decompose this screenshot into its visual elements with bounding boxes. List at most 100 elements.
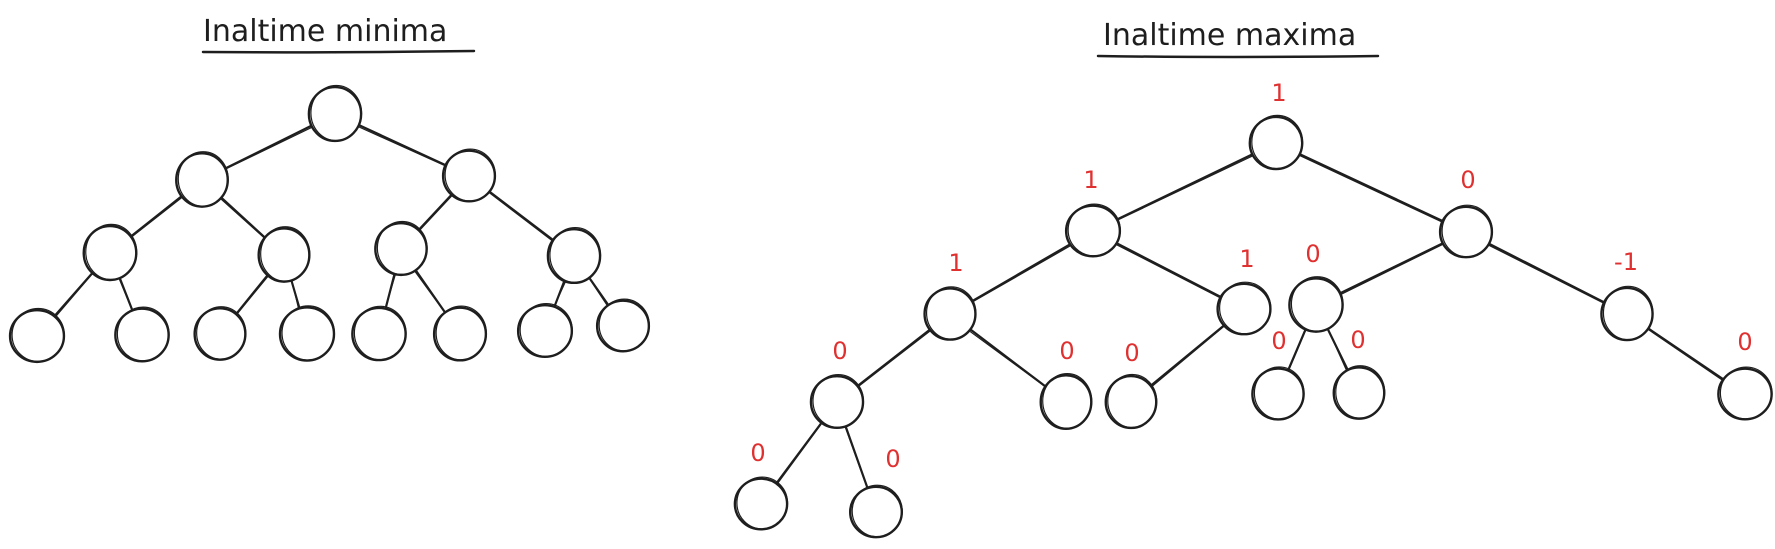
max-node-l xyxy=(1717,366,1773,421)
max-edge-a-d xyxy=(1111,239,1226,301)
max-node-e-circle-sketch xyxy=(1290,276,1344,332)
min-edge-r-rl xyxy=(414,190,456,235)
balance-label-h: 0 xyxy=(1059,337,1074,365)
min-node-rr-circle-sketch xyxy=(549,226,602,284)
min-node-lrr xyxy=(278,305,336,362)
max-edge-g-n-sketch xyxy=(843,423,870,494)
min-node-rlr xyxy=(432,305,488,362)
min-node-r xyxy=(441,148,497,203)
min-edge-r-rl-sketch xyxy=(415,193,455,235)
max-node-b xyxy=(1438,204,1494,259)
max-edge-c-g xyxy=(853,326,934,390)
balance-label-m: 0 xyxy=(750,439,765,467)
balance-label-root: 1 xyxy=(1271,79,1286,107)
max-node-g xyxy=(809,373,865,430)
min-node-lll xyxy=(8,307,66,364)
min-node-lll-circle-sketch xyxy=(11,307,65,363)
min-edge-l-lr xyxy=(217,193,269,242)
min-edge-root-r-sketch xyxy=(353,124,451,169)
max-node-f-circle-sketch xyxy=(1602,285,1654,341)
min-node-rrr-circle-sketch xyxy=(598,298,650,352)
title-maximum-height: Inaltime maxima xyxy=(1103,18,1356,53)
max-node-j xyxy=(1251,366,1305,421)
min-node-rr xyxy=(546,226,602,285)
min-node-lrl-circle-sketch xyxy=(196,306,247,360)
min-edge-lr-lrl-sketch xyxy=(233,273,271,319)
max-edge-root-a xyxy=(1111,151,1258,223)
max-node-root-circle-sketch xyxy=(1251,114,1304,170)
max-node-c xyxy=(923,286,977,341)
min-node-rll xyxy=(351,305,407,362)
max-edge-a-c-sketch xyxy=(968,242,1075,305)
max-node-d xyxy=(1216,281,1272,336)
min-edge-rr-rrr-sketch xyxy=(586,274,611,310)
min-node-root-circle-sketch xyxy=(310,84,363,142)
max-edge-e-k-sketch xyxy=(1326,325,1349,375)
min-node-rl-circle-sketch xyxy=(376,220,428,276)
min-node-l xyxy=(175,151,229,208)
min-edge-l-ll xyxy=(126,192,186,241)
balance-label-l: 0 xyxy=(1737,328,1752,356)
balance-label-d: 1 xyxy=(1239,245,1254,273)
balance-label-i: 0 xyxy=(1124,339,1139,367)
min-node-llr-circle-sketch xyxy=(116,306,170,362)
max-edge-a-d-sketch xyxy=(1111,242,1226,301)
min-node-r-circle-sketch xyxy=(444,148,496,202)
max-node-h xyxy=(1039,373,1093,430)
max-node-m xyxy=(733,476,789,531)
min-node-root xyxy=(307,84,363,143)
max-edge-d-i-sketch xyxy=(1148,323,1227,390)
max-edge-b-e-sketch xyxy=(1336,242,1446,298)
min-edge-l-ll-sketch xyxy=(126,194,186,242)
balance-label-j: 0 xyxy=(1271,327,1286,355)
max-node-n xyxy=(848,484,904,539)
min-edge-l-lr-sketch xyxy=(217,195,269,242)
max-node-a xyxy=(1064,203,1122,258)
max-node-g-circle-sketch xyxy=(812,373,865,429)
title-minimum-height-underline xyxy=(201,49,476,54)
min-edge-ll-lll xyxy=(50,268,97,321)
balance-label-n: 0 xyxy=(885,445,900,473)
max-node-c-circle-sketch xyxy=(925,286,977,340)
max-edge-a-c xyxy=(967,240,1076,305)
max-edge-b-f xyxy=(1484,240,1609,306)
balance-label-k: 0 xyxy=(1350,326,1365,354)
min-node-lr-circle-sketch xyxy=(260,226,311,282)
min-node-ll-circle-sketch xyxy=(85,223,138,281)
max-edge-root-b-sketch xyxy=(1295,153,1447,225)
min-edge-ll-llr-sketch xyxy=(117,274,135,317)
max-edge-f-l-sketch xyxy=(1645,327,1727,384)
max-node-root xyxy=(1248,114,1304,171)
max-edge-g-m xyxy=(773,418,825,488)
max-edge-f-l xyxy=(1644,325,1728,383)
max-node-b-circle-sketch xyxy=(1441,204,1493,258)
max-edge-c-g-sketch xyxy=(853,328,934,391)
min-node-l-circle-sketch xyxy=(177,151,229,207)
balance-label-c: 1 xyxy=(948,249,963,277)
balance-label-f: -1 xyxy=(1614,248,1638,276)
min-node-lr xyxy=(257,226,311,283)
balance-label-g: 0 xyxy=(832,337,847,365)
title-maximum-height-underline xyxy=(1096,54,1380,59)
max-node-l-circle-sketch xyxy=(1719,366,1773,420)
title-minimum-height: Inaltime minima xyxy=(203,14,447,49)
balance-label-e: 0 xyxy=(1305,240,1320,268)
max-edge-g-m-sketch xyxy=(774,420,824,489)
max-node-i-circle-sketch xyxy=(1107,373,1158,429)
min-edge-ll-lll-sketch xyxy=(51,270,96,322)
min-node-lrr-circle-sketch xyxy=(281,305,335,361)
max-node-j-circle-sketch xyxy=(1253,366,1305,420)
max-edge-b-f-sketch xyxy=(1484,242,1609,306)
min-edge-root-r xyxy=(353,122,451,168)
max-node-h-circle-sketch xyxy=(1042,373,1093,429)
max-node-f xyxy=(1600,285,1654,342)
max-edge-root-a-sketch xyxy=(1111,153,1258,224)
max-edge-root-b xyxy=(1294,151,1448,224)
max-node-m-circle-sketch xyxy=(736,476,789,530)
balance-label-b: 0 xyxy=(1460,166,1475,194)
min-edge-r-rr xyxy=(485,188,558,244)
max-node-k-circle-sketch xyxy=(1335,365,1386,419)
min-node-rlr-circle-sketch xyxy=(435,305,487,361)
min-edge-rl-rlr-sketch xyxy=(412,268,449,318)
